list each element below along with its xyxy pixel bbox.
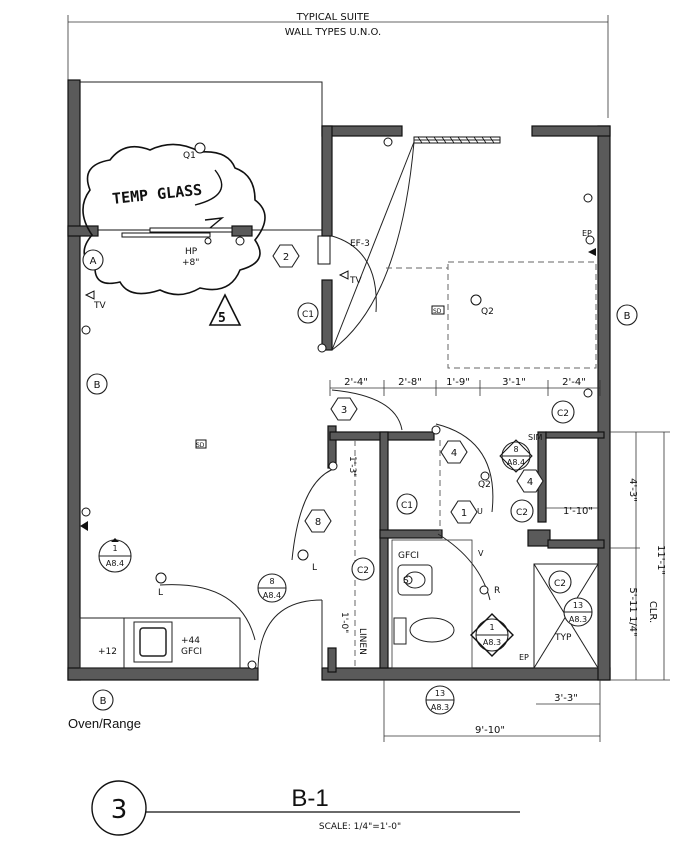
header-dimension: TYPICAL SUITE WALL TYPES U.N.O. [67,12,609,118]
r-label: R [494,586,500,596]
dim-3-1: 3'-1" [502,377,526,388]
s-label: S [403,576,409,586]
svg-text:C2: C2 [557,409,569,419]
electrical-symbols [80,137,596,670]
revision-delta [208,293,242,326]
svg-text:8: 8 [269,577,274,586]
header-line1: TYPICAL SUITE [296,12,370,23]
hp-height: +8" [182,258,199,268]
l-label-living: L [158,588,163,598]
sim-label: SIM [528,433,542,442]
dim-1-3: 1'-3" [347,456,357,477]
dimension-lines [329,380,670,742]
sd-label-bed: SD [433,308,442,315]
walls [67,79,611,681]
drawing-scale: SCALE: 1/4"=1'-0" [319,822,401,832]
oven-range-label: Oven/Range [68,716,141,731]
plus44-label: +44 [181,636,200,646]
dim-9-10: 9'-10" [475,725,505,736]
q1-label: Q1 [183,151,196,161]
svg-text:A8.3: A8.3 [569,615,587,624]
window [413,136,501,144]
balcony-outline [77,81,323,231]
svg-text:A8.4: A8.4 [507,458,525,467]
svg-text:1: 1 [461,508,467,519]
dim-1-9: 1'-9" [446,377,470,388]
gfci-label-bath: GFCI [398,551,419,561]
svg-text:1: 1 [112,544,117,553]
svg-text:C1: C1 [401,501,413,511]
svg-text:4: 4 [527,477,533,488]
dim-2-4-b: 2'-4" [562,377,586,388]
clr-note: CLR. [647,601,658,623]
dim-1-0: 1'-0" [339,612,349,633]
header-line2: WALL TYPES U.N.O. [285,27,381,38]
svg-text:C2: C2 [554,579,566,589]
svg-text:3: 3 [341,405,347,416]
typ-label: TYP [554,633,572,643]
temp-glass-note: TEMP GLASS [111,181,203,208]
dim-11-1: 11'-1" [655,545,666,575]
svg-text:B: B [94,380,101,391]
dim-1-10: 1'-10" [563,506,593,517]
sd-label-living: SD [196,442,205,449]
kitchen-counter [79,617,241,669]
svg-text:8: 8 [513,445,518,454]
svg-text:4: 4 [451,448,457,459]
svg-text:2: 2 [283,252,289,263]
svg-text:B: B [624,311,631,322]
plus12-label: +12 [98,647,117,657]
svg-text:A8.3: A8.3 [431,703,449,712]
dim-2-4-a: 2'-4" [344,377,368,388]
door-tags: 2 3 4 4 8 1 [272,244,544,533]
svg-text:C1: C1 [302,310,314,320]
svg-text:13: 13 [573,601,583,610]
dim-5-11: 5'-11 1/4" [627,587,638,636]
title-block: 3 B-1 SCALE: 1/4"=1'-0" [91,780,520,836]
svg-text:13: 13 [435,689,445,698]
hp-label: HP [185,247,198,257]
svg-text:8: 8 [315,517,321,528]
drawing-title: B-1 [291,785,328,812]
section-marks: 8 A8.4 1 A8.4 8 A8.4 13 A8.3 13 A8.3 1 A… [98,439,593,715]
dim-3-3: 3'-3" [554,693,578,704]
svg-text:A8.4: A8.4 [106,559,124,568]
q2-label-bath: Q2 [478,480,491,490]
q2-label: Q2 [481,307,494,317]
svg-text:A8.3: A8.3 [483,638,501,647]
l-label-hall: L [312,563,317,573]
u-label: U [477,507,483,516]
revision-cloud [82,143,266,296]
ef3-label: EF-3 [350,239,370,249]
svg-text:C2: C2 [516,508,528,518]
dim-4-3: 4'-3" [627,478,638,502]
ep-label-bath: EP [519,653,529,662]
svg-text:A: A [90,256,97,267]
revision-number: 5 [218,311,226,326]
sliding-glass-door [98,227,233,238]
ep-label-bed: EP [582,229,592,238]
tv-label-bed: TV [349,276,362,286]
svg-text:B: B [100,696,107,707]
dim-2-8: 2'-8" [398,377,422,388]
linen-label: LINEN [357,628,367,655]
svg-text:C2: C2 [357,566,369,576]
svg-text:A8.4: A8.4 [263,591,281,600]
svg-text:1: 1 [489,623,494,632]
v-label: V [478,549,484,558]
gfci-label-kitchen: GFCI [181,647,202,657]
wall-type-tags: A B B B C1 C1 C2 C2 C2 C2 [82,249,638,711]
sheet-number: 3 [111,795,128,825]
bed-outline [447,261,597,369]
tv-label-living: TV [93,301,106,311]
